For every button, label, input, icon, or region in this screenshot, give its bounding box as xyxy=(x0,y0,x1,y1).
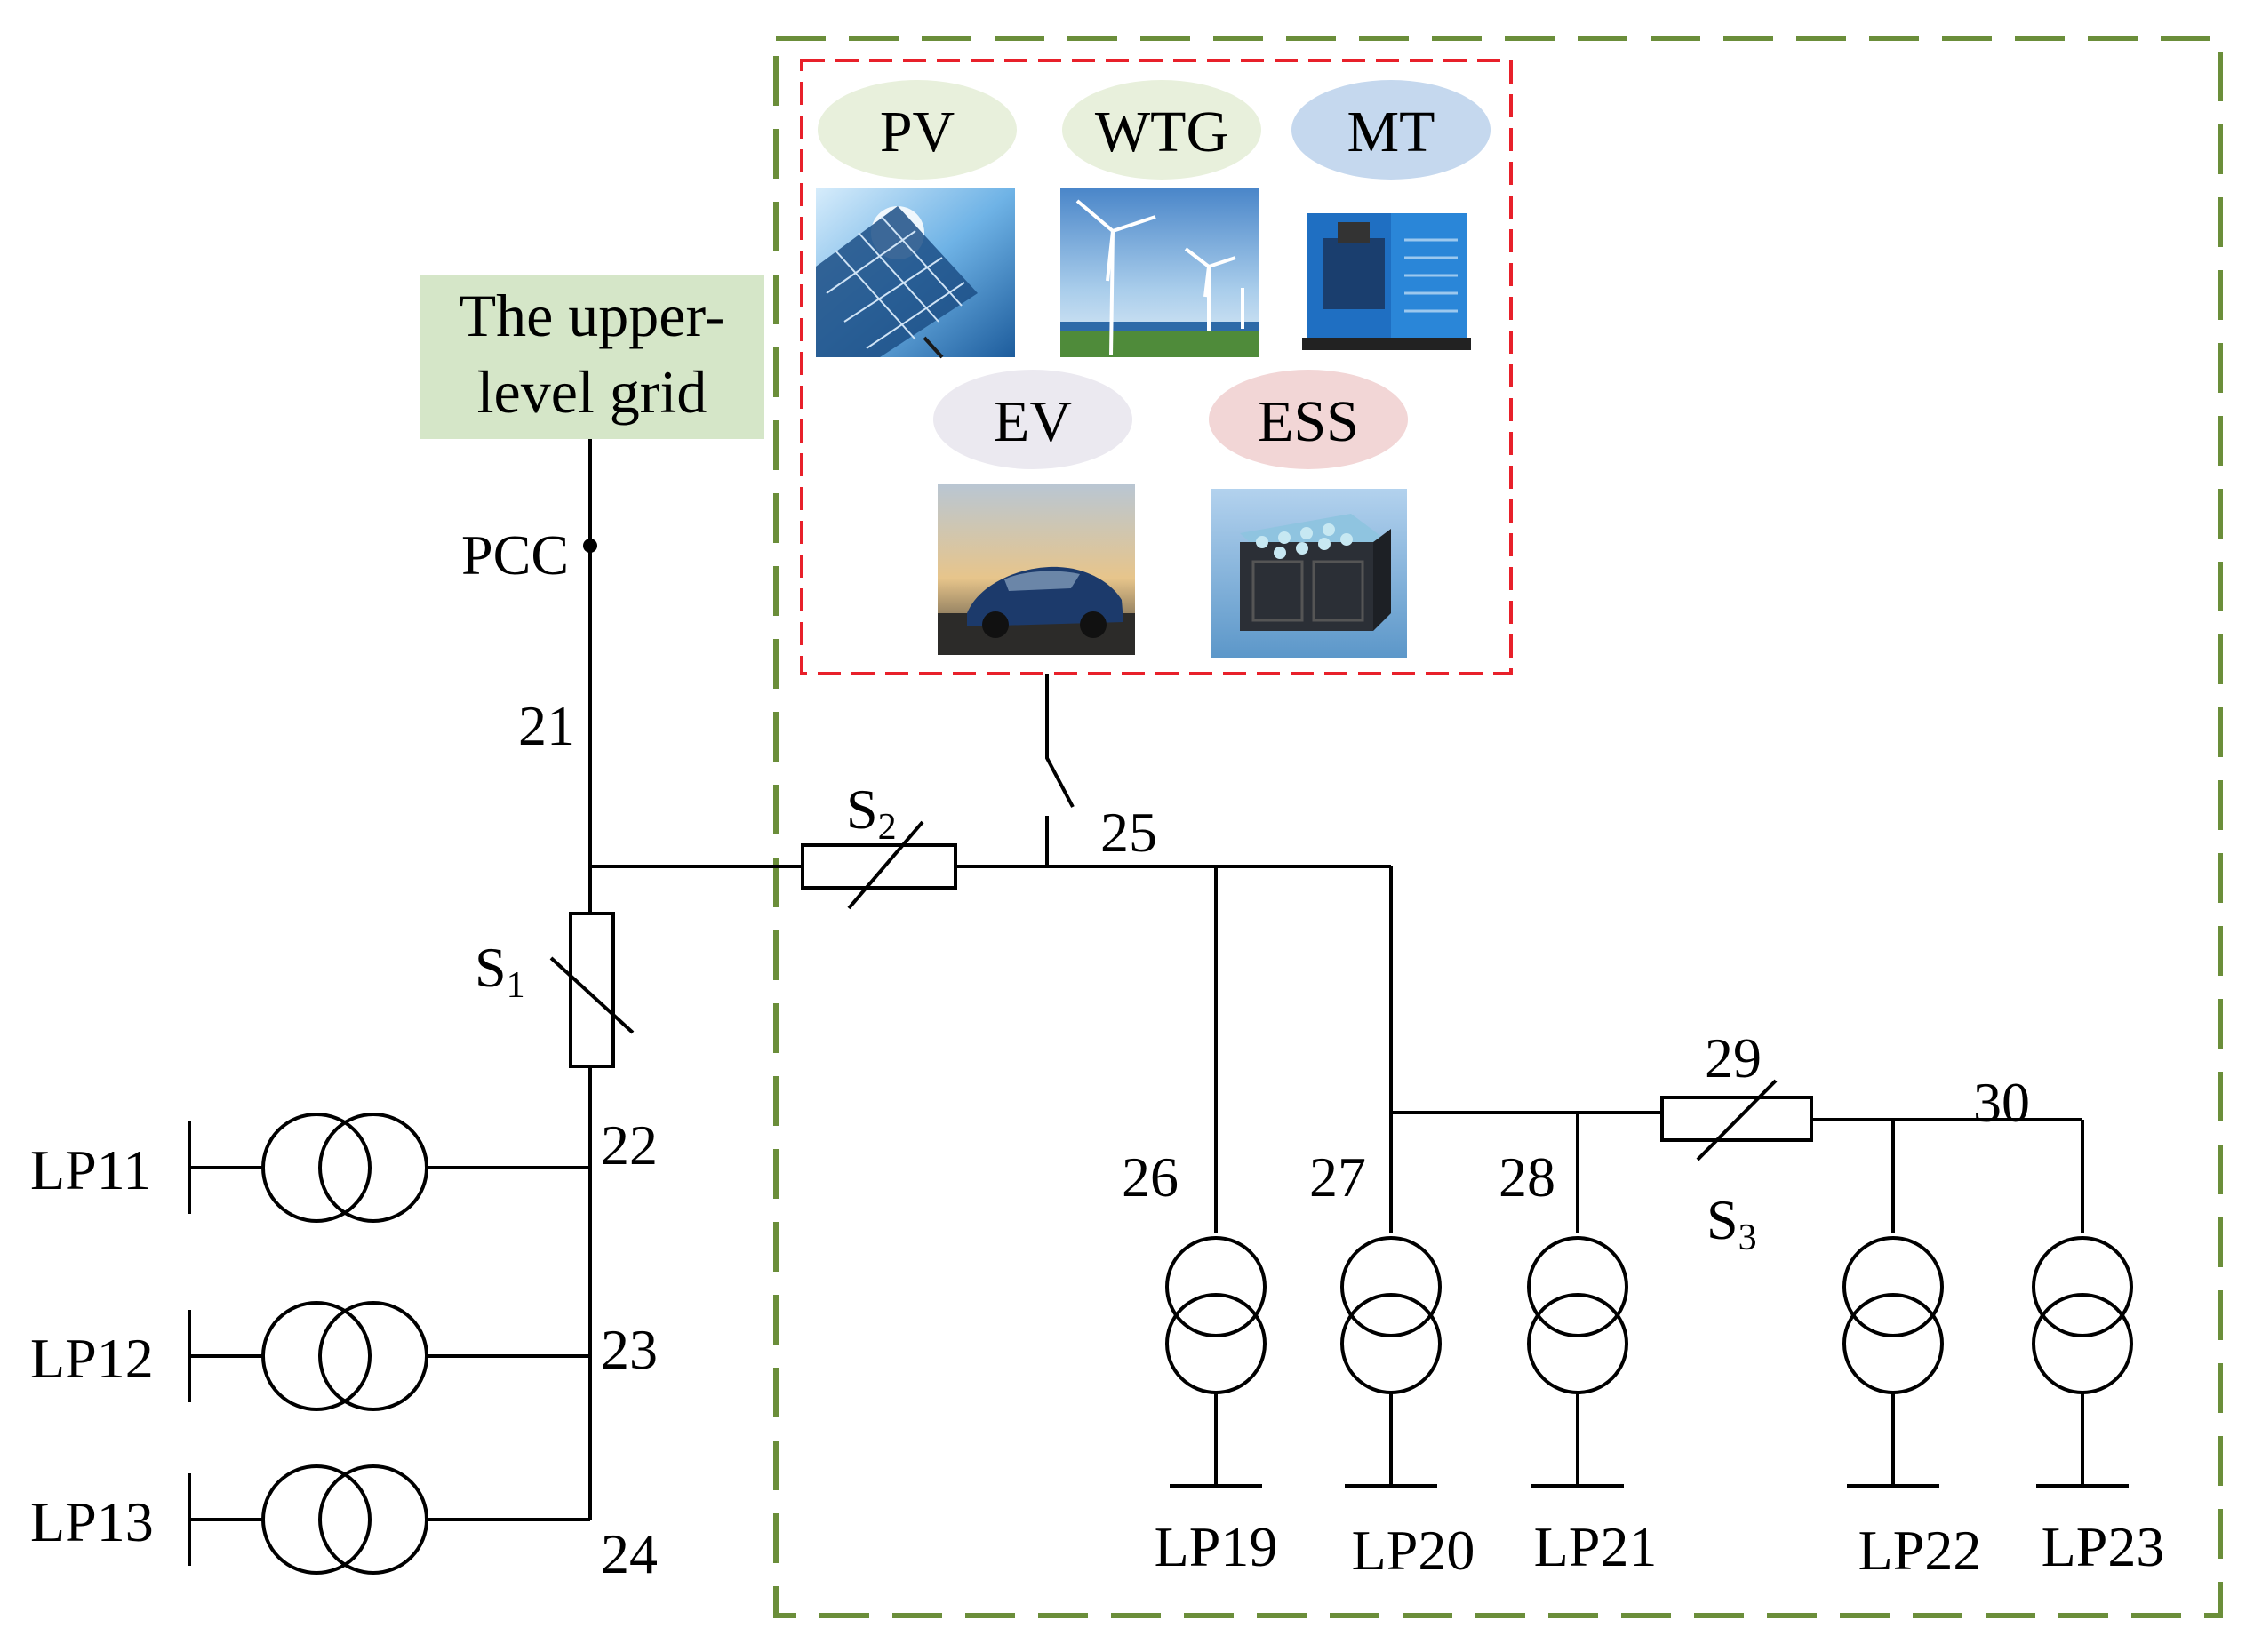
switch-s1[interactable] xyxy=(549,912,635,1068)
switch-s2[interactable] xyxy=(801,820,957,910)
node-27: 27 xyxy=(1309,1145,1366,1209)
load-lp20 xyxy=(1340,1236,1442,1488)
grid-label-line1: The upper- xyxy=(460,282,725,349)
node-25: 25 xyxy=(1100,801,1157,864)
load-lp11 xyxy=(188,1113,590,1223)
lp12-label: LP12 xyxy=(30,1327,154,1390)
node-24: 24 xyxy=(601,1522,658,1585)
generator-icon xyxy=(1302,213,1471,350)
ess-label: ESS xyxy=(1258,389,1359,454)
wtg-label: WTG xyxy=(1095,100,1228,164)
der-ess: ESS xyxy=(1209,370,1408,469)
pv-label: PV xyxy=(880,100,955,164)
s2-label: S2 xyxy=(846,778,897,848)
pcc-label: PCC xyxy=(461,523,569,587)
lp22-label: LP22 xyxy=(1858,1519,1982,1582)
node-30: 30 xyxy=(1973,1071,2030,1134)
node-26: 26 xyxy=(1122,1145,1179,1209)
load-lp21 xyxy=(1527,1236,1628,1488)
node-23: 23 xyxy=(601,1318,658,1381)
lp13-label: LP13 xyxy=(30,1490,154,1553)
lp19-label: LP19 xyxy=(1155,1515,1278,1578)
s3-label: S3 xyxy=(1706,1188,1757,1258)
load-lp22 xyxy=(1842,1236,1944,1488)
der-wtg: WTG xyxy=(1062,80,1261,180)
battery-storage-icon xyxy=(1211,489,1407,658)
microgrid-boundary xyxy=(773,36,2223,1618)
node-22: 22 xyxy=(601,1113,658,1177)
upper-level-grid: The upper- level grid xyxy=(420,275,764,439)
load-lp12 xyxy=(188,1301,590,1411)
lp23-label: LP23 xyxy=(2042,1515,2165,1578)
ev-label: EV xyxy=(994,389,1072,454)
der-cluster-boundary xyxy=(800,59,1513,675)
lp21-label: LP21 xyxy=(1534,1515,1658,1578)
lp20-label: LP20 xyxy=(1352,1519,1475,1582)
s1-label: S1 xyxy=(475,936,525,1006)
pcc-point xyxy=(583,539,597,553)
load-lp19 xyxy=(1165,1236,1267,1488)
electric-car-icon xyxy=(938,484,1135,655)
load-lp13 xyxy=(188,1464,590,1575)
der-pv: PV xyxy=(818,80,1017,180)
grid-label-line2: level grid xyxy=(477,358,707,426)
load-lp23 xyxy=(2032,1236,2133,1488)
node-28: 28 xyxy=(1499,1145,1555,1209)
der-ev: EV xyxy=(933,370,1132,469)
node-29: 29 xyxy=(1705,1026,1762,1089)
node-21: 21 xyxy=(518,694,575,757)
der-mt: MT xyxy=(1291,80,1491,180)
wind-turbine-icon xyxy=(1060,188,1259,357)
solar-panel-icon xyxy=(816,188,1015,359)
mt-label: MT xyxy=(1347,100,1435,164)
switch-s3[interactable] xyxy=(1660,1079,1813,1161)
lp11-label: LP11 xyxy=(30,1138,151,1201)
